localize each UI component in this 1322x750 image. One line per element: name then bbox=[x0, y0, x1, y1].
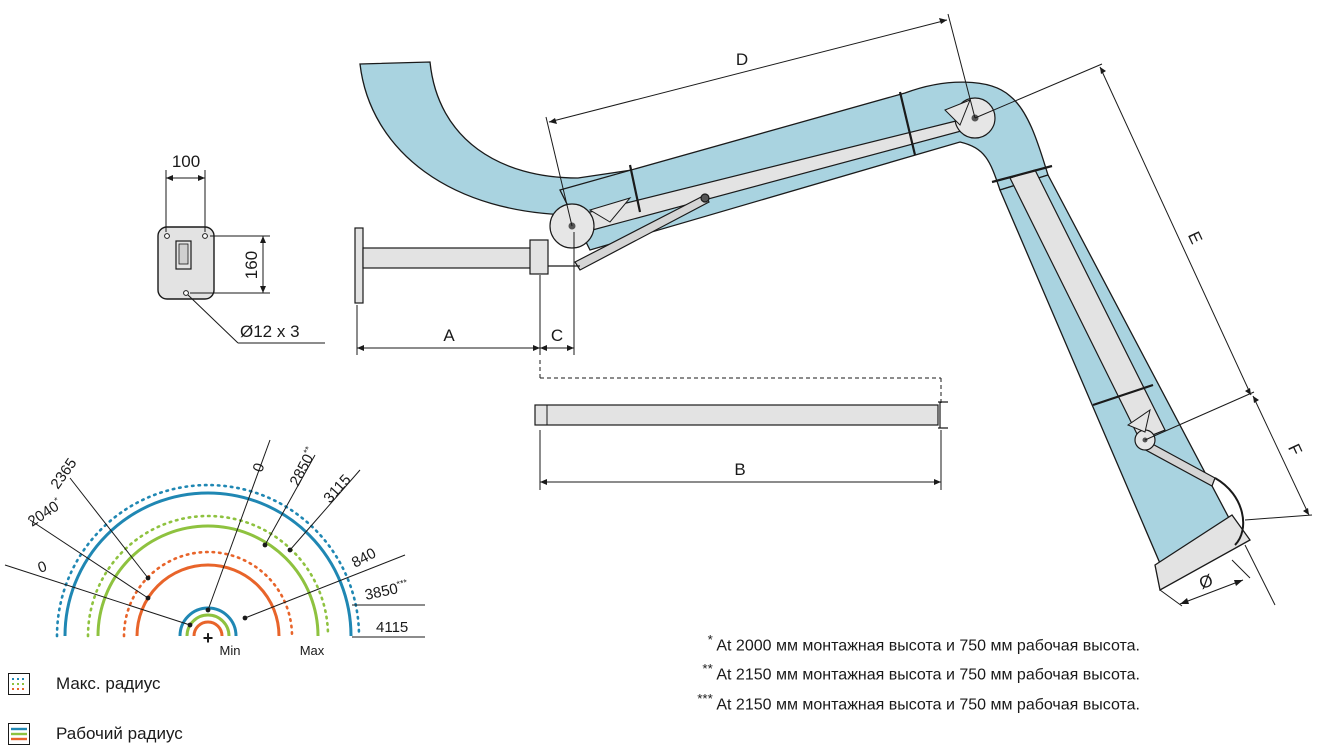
lower-support-rail bbox=[1009, 169, 1166, 441]
bracket-height-label: 160 bbox=[242, 251, 261, 279]
min-radius-arc-green bbox=[185, 613, 231, 637]
label-C: C bbox=[551, 326, 563, 345]
solid-lines-icon bbox=[8, 723, 30, 745]
legend-max-radius: Макс. радиус bbox=[8, 673, 161, 695]
label-A: A bbox=[443, 326, 455, 345]
working-radius-arc-green bbox=[96, 524, 320, 637]
radius-label-4115: 4115 bbox=[376, 619, 408, 636]
wall-bracket bbox=[157, 170, 325, 344]
radius-label-3850: 3850*** bbox=[363, 577, 410, 604]
gas-spring bbox=[574, 193, 710, 271]
footnotes: * At 2000 мм монтажная высота и 750 мм р… bbox=[540, 628, 1140, 716]
working-radius-arc-blue bbox=[63, 491, 353, 637]
radius-label-0-top: 0 bbox=[250, 461, 269, 474]
label-F: F bbox=[1284, 441, 1306, 458]
hole-spec-label: Ø12 x 3 bbox=[240, 322, 300, 341]
dimension-A-C bbox=[356, 232, 575, 355]
radius-label-3115: 3115 bbox=[320, 471, 354, 506]
radius-leaders bbox=[4, 439, 425, 638]
dimension-B bbox=[534, 360, 948, 490]
radius-diagram bbox=[55, 483, 361, 638]
max-radius-arc-green bbox=[86, 514, 330, 638]
min-radius-arc-orange bbox=[192, 620, 224, 637]
footnote-2: ** At 2150 мм монтажная высота и 750 мм … bbox=[702, 661, 1140, 684]
center-mark: + bbox=[203, 628, 214, 648]
legend-max-radius-label: Макс. радиус bbox=[56, 674, 161, 693]
dimension-D bbox=[545, 13, 976, 227]
max-radius-arc-blue bbox=[55, 483, 361, 638]
wall-extension-beam bbox=[362, 247, 534, 269]
bracket-width-label: 100 bbox=[172, 152, 200, 171]
radius-label-2850: 2850** bbox=[286, 444, 321, 489]
label-D: D bbox=[736, 50, 748, 69]
footnote-1: * At 2000 мм монтажная высота и 750 мм р… bbox=[707, 632, 1140, 655]
radius-label-0-left: 0 bbox=[36, 558, 50, 577]
legend-working-radius: Рабочий радиус bbox=[8, 723, 183, 745]
max-label: Max bbox=[300, 643, 325, 658]
dotted-lines-icon bbox=[8, 673, 30, 695]
label-E: E bbox=[1184, 229, 1206, 247]
hood-handle bbox=[1214, 477, 1245, 546]
wall-plate bbox=[354, 227, 364, 304]
label-diameter: Ø bbox=[1197, 571, 1216, 593]
exhaust-hood bbox=[1154, 514, 1251, 592]
radius-label-2040: 2040* bbox=[24, 495, 65, 530]
radius-label-2365: 2365 bbox=[47, 455, 80, 492]
dimension-diameter bbox=[1159, 544, 1276, 607]
label-B: B bbox=[734, 460, 745, 479]
max-radius-arc-orange bbox=[122, 550, 294, 638]
hose-clamps bbox=[628, 91, 1154, 407]
min-label: Min bbox=[220, 643, 241, 658]
dimension-E-F bbox=[974, 63, 1313, 521]
footnote-3: *** At 2150 мм монтажная высота и 750 мм… bbox=[697, 690, 1140, 713]
swivel-bearing bbox=[529, 239, 549, 275]
legend-working-radius-label: Рабочий радиус bbox=[56, 724, 183, 743]
working-radius-arc-orange bbox=[135, 563, 281, 637]
